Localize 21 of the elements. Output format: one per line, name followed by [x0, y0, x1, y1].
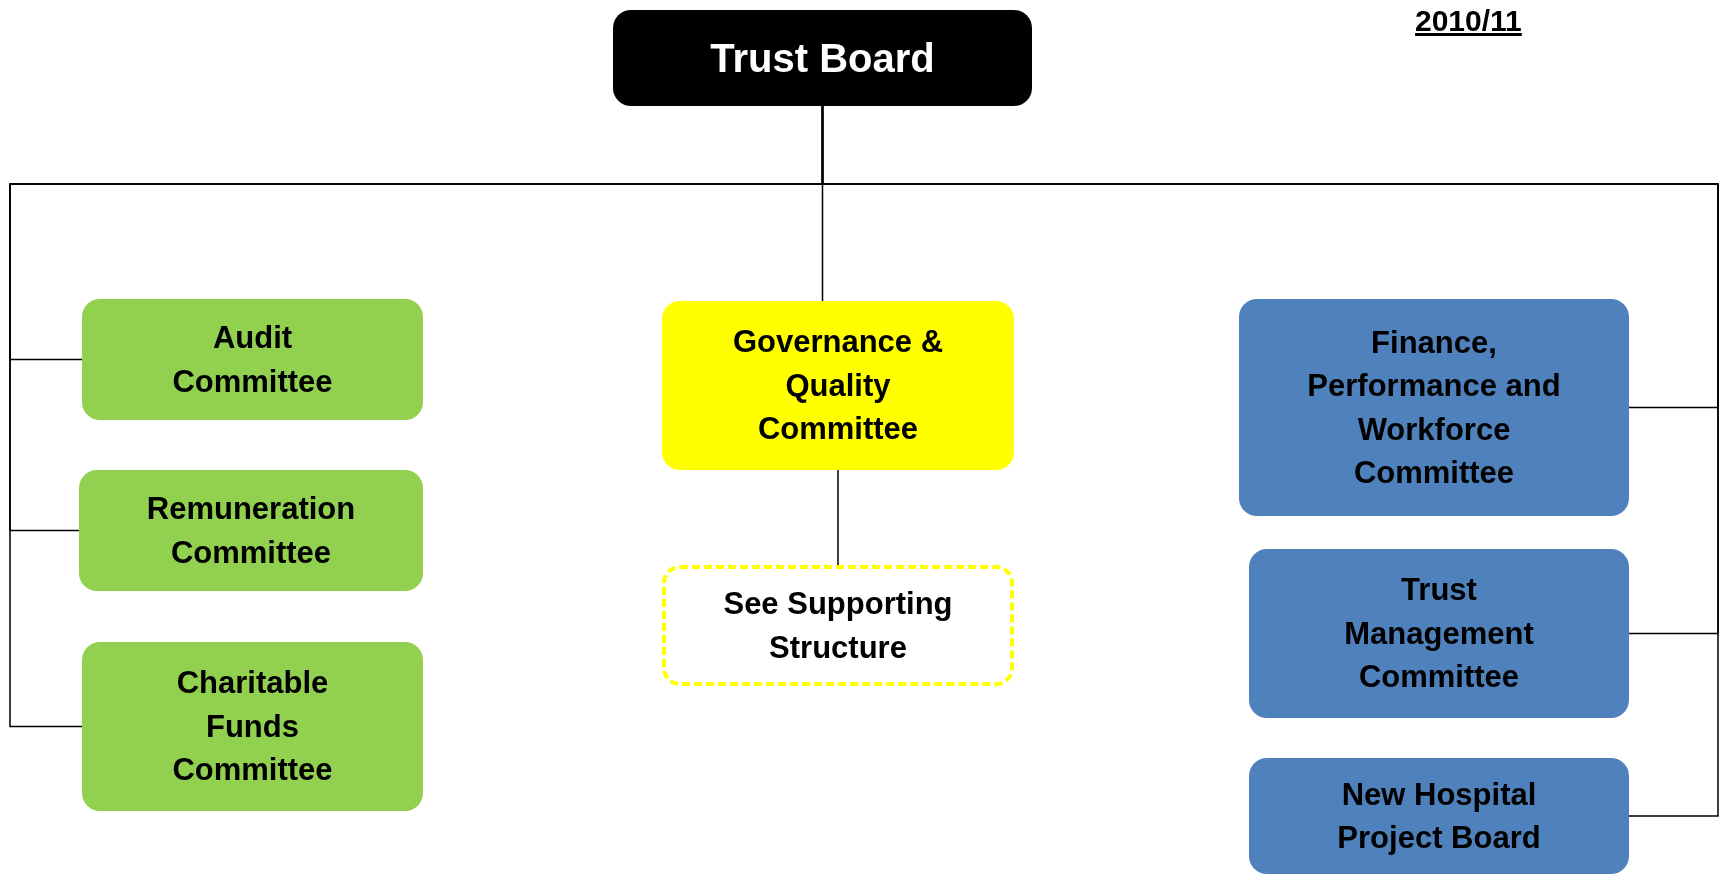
committee-name: Remuneration Committee	[145, 490, 357, 572]
committee-box	[1239, 299, 1629, 516]
committee-box	[1249, 549, 1629, 718]
committee-box	[82, 299, 423, 420]
committee-name: Governance & Quality Committee	[731, 323, 945, 449]
committee-name: Charitable Funds Committee	[171, 664, 334, 790]
committee-box	[1249, 758, 1629, 874]
committee-name: Audit Committee	[171, 319, 334, 401]
board-box	[613, 10, 1032, 106]
year-label: 2010/11	[1415, 4, 1522, 38]
connector-line	[837, 469, 839, 566]
reference-box	[662, 565, 1014, 686]
committee-box	[79, 470, 423, 591]
committee-box	[662, 301, 1014, 470]
committee-name: Trust Management Committee	[1343, 571, 1535, 697]
committee-name: New Hospital Project Board	[1336, 775, 1542, 857]
committee-name: Finance, Performance and Workforce Committee	[1306, 323, 1562, 492]
connector-line	[821, 105, 1719, 817]
committee-box	[82, 642, 423, 811]
committee-name: See Supporting Structure	[722, 585, 954, 667]
committee-name: Trust Board	[710, 35, 935, 82]
